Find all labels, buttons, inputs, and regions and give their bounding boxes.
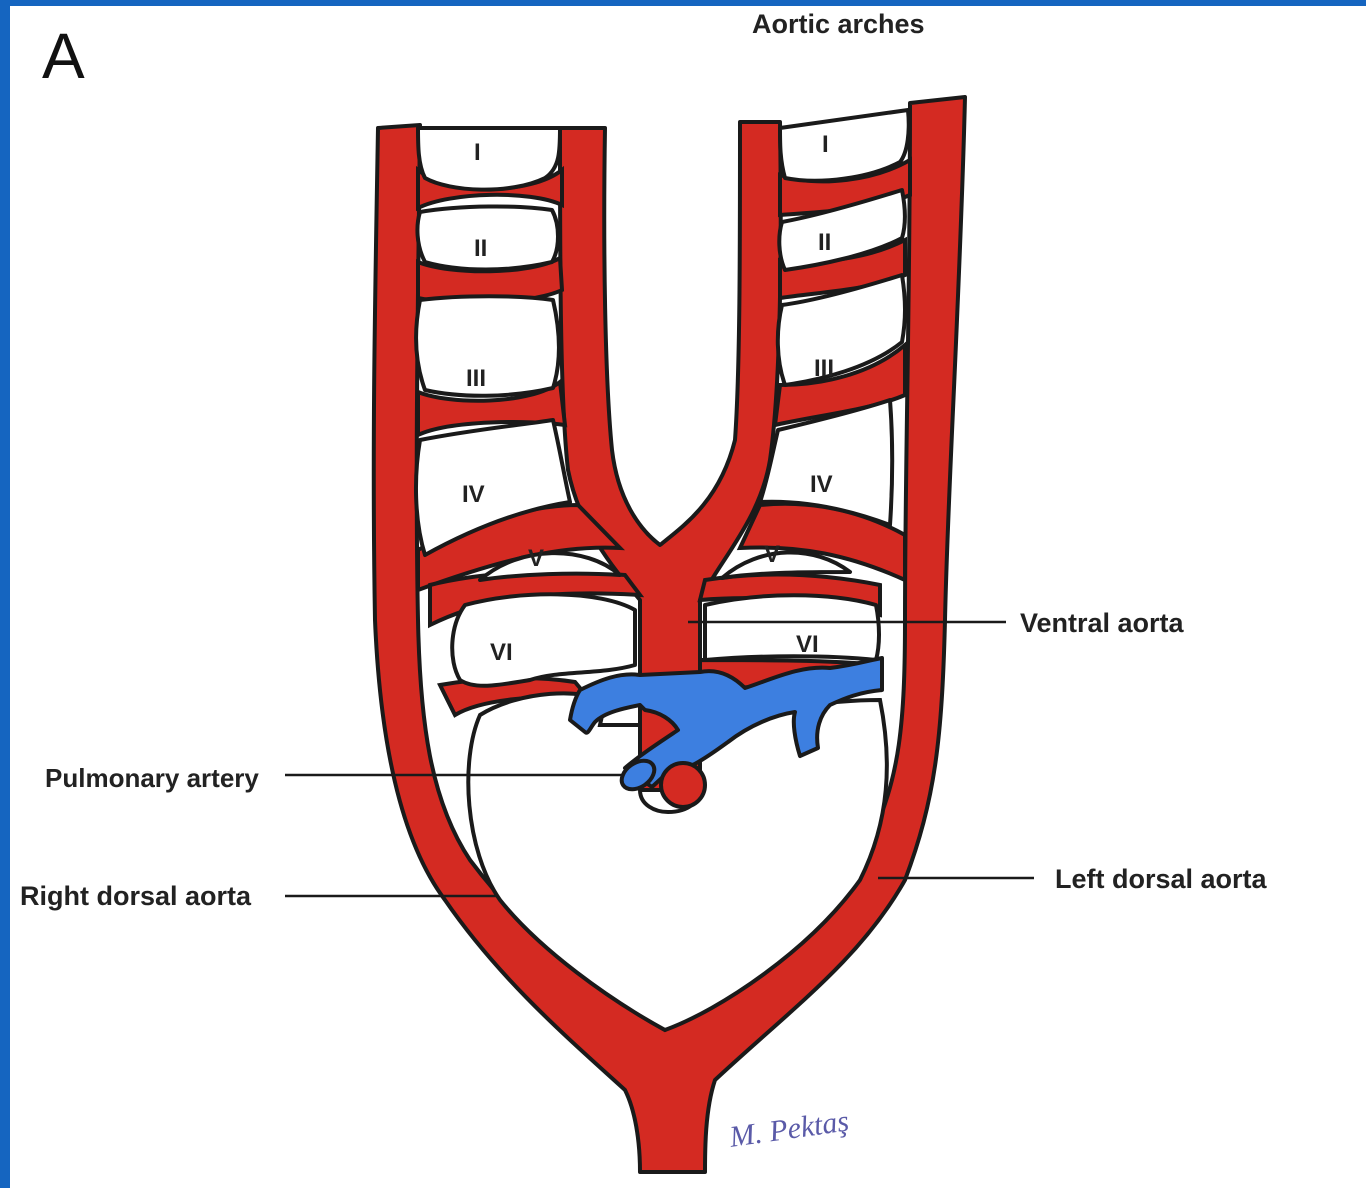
left-arch-label-III: III [814,355,834,382]
right-dorsal-aorta-label: Right dorsal aorta [20,881,252,911]
window-right-II [417,206,558,269]
left-arch-label-VI: VI [796,631,819,658]
window-right-VI [452,594,635,685]
window-right-I [418,128,560,190]
right-arch-label-I: I [474,139,481,166]
panel-letter: A [42,20,85,92]
right-arch-label-V: V [528,545,544,572]
right-arch-label-II: II [474,235,487,262]
left-dorsal-aorta-label: Left dorsal aorta [1055,864,1268,894]
author-signature: M. Pektaş [727,1104,851,1154]
ventral-aorta-cut-end [661,763,705,807]
pulmonary-artery-label: Pulmonary artery [45,763,259,793]
diagram-title: Aortic arches [752,9,925,39]
left-arch-label-V: V [764,541,780,568]
window-right-III [416,296,559,396]
ventral-aorta-label: Ventral aorta [1020,608,1185,638]
right-arch-label-VI: VI [490,639,513,666]
left-arch-label-IV: IV [810,471,833,498]
left-arch-label-I: I [822,131,829,158]
window-left-VI [705,595,879,660]
left-arch-label-II: II [818,229,831,256]
right-arch-label-IV: IV [462,481,485,508]
right-arch-label-III: III [466,365,486,392]
